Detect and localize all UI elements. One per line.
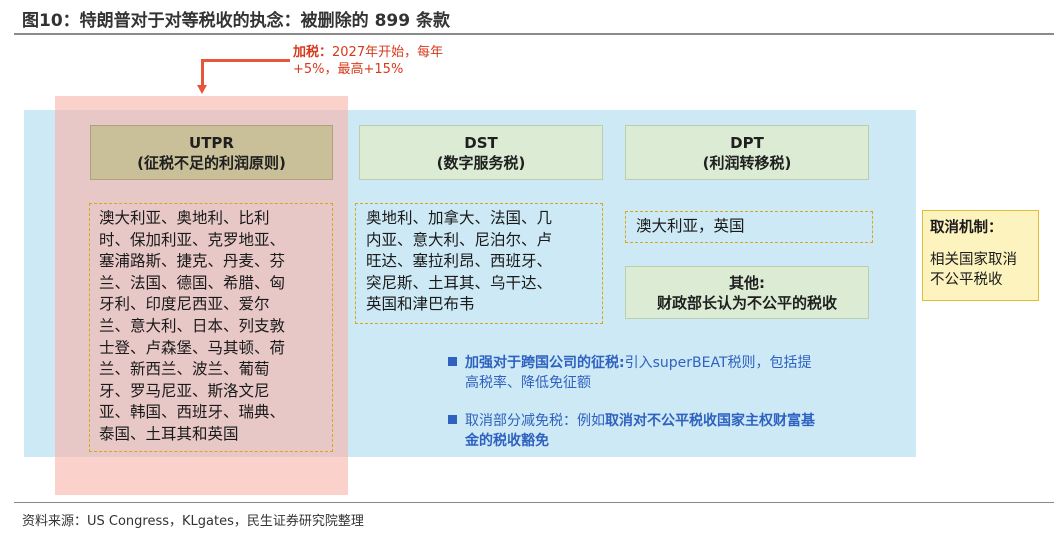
utpr-subtitle: (征税不足的利润原则) [137, 153, 286, 172]
bullet-multinational-tax: 加强对于跨国公司的征税:引入superBEAT税则，包括提 高税率、降低免征额 [448, 353, 898, 393]
bullet-2-bold-1: 取消对不公平税收国家主权财富基 [605, 413, 815, 429]
utpr-header: UTPR (征税不足的利润原则) [90, 125, 333, 180]
dpt-header: DPT (利润转移税) [625, 125, 869, 180]
dst-line: 奥地利、加拿大、法国、几 [366, 209, 553, 227]
utpr-line: 亚、韩国、西班牙、瑞典、 [99, 403, 286, 422]
bullet-2-lead: 取消部分减免税：例如 [465, 413, 605, 429]
annotation-line-2: +5%，最高+15% [293, 62, 404, 77]
dst-line: 突尼斯、土耳其、乌干达、 [366, 273, 553, 292]
dst-line: 旺达、塞拉利昂、西班牙、 [366, 252, 553, 271]
arrow-vertical [201, 59, 204, 86]
page-title: 图10：特朗普对于对等税收的执念：被删除的 899 条款 [22, 11, 450, 31]
annotation-line-1: 2027年开始，每年 [332, 45, 444, 60]
utpr-line: 兰、意大利、日本、列支敦 [99, 316, 286, 335]
dst-name: DST [464, 133, 498, 152]
arrow-horizontal [201, 59, 290, 62]
cancel-mechanism-box: 取消机制： 相关国家取消 不公平税收 [922, 210, 1039, 301]
square-bullet-icon [448, 357, 457, 366]
utpr-name: UTPR [189, 133, 234, 152]
bullet-remove-exemptions: 取消部分减免税：例如取消对不公平税收国家主权财富基 金的税收豁免 [448, 411, 898, 451]
utpr-line: 士登、卢森堡、马其顿、荷 [99, 338, 286, 357]
other-taxes-box: 其他: 财政部长认为不公平的税收 [625, 266, 869, 319]
dst-header: DST (数字服务税) [359, 125, 603, 180]
annotation-label: 加税： [293, 45, 333, 60]
utpr-line: 泰国、土耳其和英国 [99, 424, 239, 443]
utpr-country-list: 澳大利亚、奥地利、比利 时、保加利亚、克罗地亚、 塞浦路斯、捷克、丹麦、芬 兰、… [89, 203, 333, 452]
utpr-line: 兰、新西兰、波兰、葡萄 [99, 360, 270, 379]
bullet-1-text-1: 引入superBEAT税则，包括提 [624, 355, 812, 371]
cancel-line-1: 相关国家取消 [930, 252, 1017, 268]
bullet-1-text-2: 高税率、降低免征额 [465, 375, 591, 391]
dst-line: 内亚、意大利、尼泊尔、卢 [366, 230, 553, 249]
cancel-line-2: 不公平税收 [930, 272, 1003, 288]
arrow-down-icon [197, 85, 207, 94]
bullet-1-bold: 加强对于跨国公司的征税: [465, 355, 625, 371]
dst-country-list: 奥地利、加拿大、法国、几 内亚、意大利、尼泊尔、卢 旺达、塞拉利昂、西班牙、 突… [355, 203, 603, 324]
utpr-line: 澳大利亚、奥地利、比利 [99, 209, 270, 227]
dst-line: 英国和津巴布韦 [366, 295, 475, 314]
utpr-line: 时、保加利亚、克罗地亚、 [99, 230, 286, 249]
source-note: 资料来源：US Congress，KLgates，民生证券研究院整理 [22, 514, 364, 529]
source-divider [14, 502, 1054, 503]
other-text: 财政部长认为不公平的税收 [656, 293, 837, 312]
dpt-name: DPT [730, 133, 764, 152]
dpt-line: 澳大利亚，英国 [636, 217, 745, 235]
square-bullet-icon [448, 415, 457, 424]
other-title: 其他: [729, 273, 765, 292]
title-divider [14, 33, 1054, 35]
dpt-country-list: 澳大利亚，英国 [625, 211, 873, 243]
utpr-line: 塞浦路斯、捷克、丹麦、芬 [99, 252, 286, 271]
dst-subtitle: (数字服务税) [436, 153, 526, 172]
dpt-subtitle: (利润转移税) [702, 153, 792, 172]
utpr-line: 兰、法国、德国、希腊、匈 [99, 273, 286, 292]
bullet-2-bold-2: 金的税收豁免 [465, 433, 549, 449]
tax-increase-annotation: 加税：2027年开始，每年 +5%，最高+15% [293, 44, 443, 78]
cancel-title: 取消机制： [930, 220, 1003, 236]
utpr-line: 牙、罗马尼亚、斯洛文尼 [99, 381, 270, 400]
utpr-line: 牙利、印度尼西亚、爱尔 [99, 295, 270, 314]
